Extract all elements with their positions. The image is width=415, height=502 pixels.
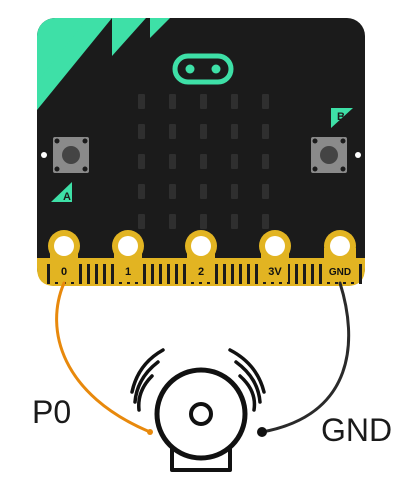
- led: [231, 184, 238, 199]
- edge-finger: [151, 264, 154, 284]
- button-a-label: A: [63, 191, 71, 203]
- edge-finger: [359, 264, 362, 284]
- edge-finger: [239, 264, 242, 284]
- edge-finger: [175, 264, 178, 284]
- led: [138, 184, 145, 199]
- led: [231, 154, 238, 169]
- wire-gnd: [260, 281, 351, 434]
- edge-hole-right: [355, 152, 361, 158]
- wire-p0: [55, 281, 152, 434]
- button-b-marker: B: [331, 108, 353, 128]
- pin-label: 2: [198, 266, 204, 278]
- wire-label-p0: P0: [32, 394, 72, 430]
- led: [200, 184, 207, 199]
- edge-finger: [319, 264, 322, 284]
- led: [262, 214, 269, 229]
- button-a[interactable]: [53, 137, 89, 173]
- led: [262, 154, 269, 169]
- led: [169, 124, 176, 139]
- wire-label-gnd: GND: [321, 412, 393, 448]
- edge-finger: [215, 264, 218, 284]
- edge-finger: [111, 264, 114, 284]
- edge-finger: [223, 264, 226, 284]
- led: [262, 124, 269, 139]
- led: [138, 214, 145, 229]
- edge-finger: [167, 264, 170, 284]
- led: [138, 154, 145, 169]
- edge-finger: [287, 264, 290, 284]
- led: [138, 94, 145, 109]
- led: [231, 94, 238, 109]
- led: [200, 154, 207, 169]
- led: [169, 94, 176, 109]
- edge-finger: [103, 264, 106, 284]
- pin-1[interactable]: 1: [112, 230, 144, 282]
- edge-finger: [159, 264, 162, 284]
- pin-label: 0: [61, 266, 67, 278]
- board-body: [37, 18, 365, 286]
- edge-finger: [255, 264, 258, 284]
- edge-finger: [303, 264, 306, 284]
- led: [169, 214, 176, 229]
- pin-gnd[interactable]: GND: [324, 230, 356, 282]
- pin-pads: 0 1 2 3V GND: [48, 230, 356, 282]
- led: [200, 214, 207, 229]
- pin-label: 1: [125, 266, 131, 278]
- edge-finger: [311, 264, 314, 284]
- button-b[interactable]: [311, 137, 347, 173]
- edge-finger: [295, 264, 298, 284]
- pin-0[interactable]: 0: [48, 230, 80, 282]
- edge-finger: [247, 264, 250, 284]
- led: [138, 124, 145, 139]
- led: [169, 154, 176, 169]
- led: [262, 94, 269, 109]
- led: [231, 214, 238, 229]
- button-b-label: B: [337, 111, 345, 123]
- pin-3v[interactable]: 3V: [259, 230, 291, 282]
- edge-finger: [79, 264, 82, 284]
- edge-finger: [231, 264, 234, 284]
- board-corner-stripes: [37, 18, 170, 110]
- pin-2[interactable]: 2: [185, 230, 217, 282]
- edge-finger: [95, 264, 98, 284]
- edge-hole-left: [41, 152, 47, 158]
- edge-finger: [143, 264, 146, 284]
- button-a-marker: A: [51, 182, 72, 203]
- pin-label: GND: [329, 267, 351, 278]
- edge-finger: [87, 264, 90, 284]
- led-grid: [138, 94, 269, 229]
- microbit-board: A B 0 1 2 3V GND: [37, 18, 365, 286]
- led: [200, 94, 207, 109]
- bell-buzzer-icon: [130, 348, 267, 472]
- pin-label: 3V: [268, 266, 282, 278]
- edge-finger: [183, 264, 186, 284]
- edge-connector: 0 1 2 3V GND: [37, 230, 365, 286]
- edge-finger: [47, 264, 50, 284]
- led: [169, 184, 176, 199]
- led: [262, 184, 269, 199]
- led: [231, 124, 238, 139]
- microbit-logo-icon: [172, 53, 234, 85]
- led: [200, 124, 207, 139]
